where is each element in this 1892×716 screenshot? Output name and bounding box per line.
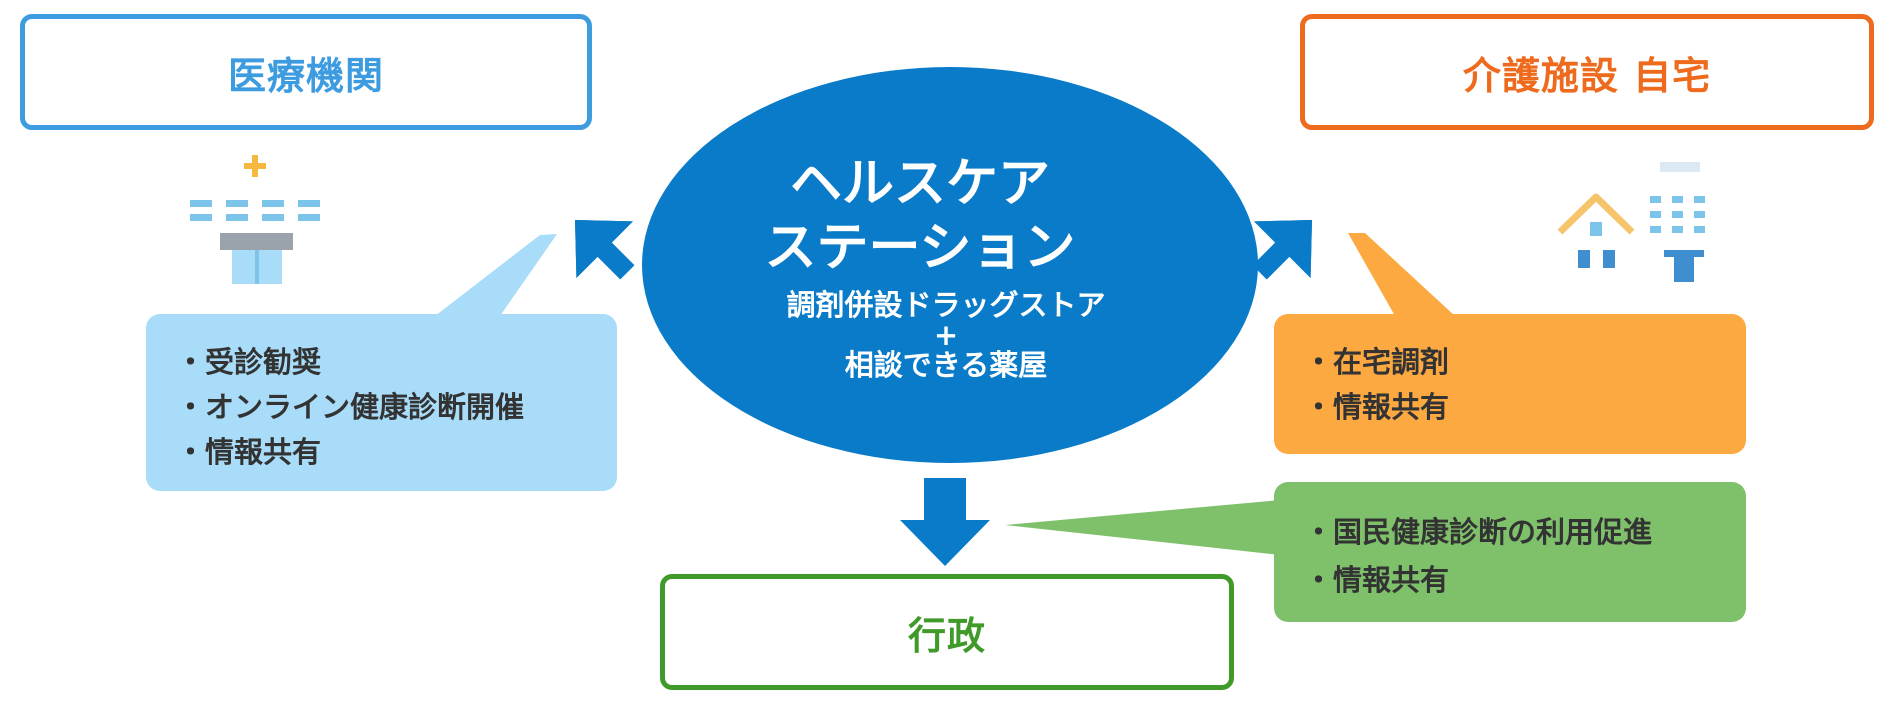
node-administration: 行政 [660,574,1234,690]
center-subtitle: 調剤併設ドラッグストア + 相談できる薬屋 [676,290,1216,380]
center-sub-line2: + [933,318,959,352]
list-item: 在宅調剤 [1304,340,1724,385]
node-medical-institution: 医療機関 [20,14,592,130]
bubble-admin-list: 国民健康診断の利用促進 情報共有 [1304,508,1774,604]
double-arrow-left [575,220,635,280]
center-title: ヘルスケア ステーション [650,152,1190,280]
arrow-down [900,478,990,566]
node-care-facility-home: 介護施設 自宅 [1300,14,1874,130]
center-sub-line1: 調剤併設ドラッグストア [786,288,1106,322]
center-ellipse [642,67,1258,463]
list-item: 情報共有 [1304,385,1724,430]
list-item: 国民健康診断の利用促進 [1304,508,1774,556]
list-item: 情報共有 [176,430,616,475]
center-title-line1: ヘルスケア [789,154,1050,214]
node-medical-label: 医療機関 [227,53,384,98]
bubble-medical-list: 受診勧奨 オンライン健康診断開催 情報共有 [176,340,616,475]
bubble-care-list: 在宅調剤 情報共有 [1304,340,1724,430]
list-item: 受診勧奨 [176,340,616,385]
list-item: 情報共有 [1304,556,1774,604]
node-care-label: 介護施設 自宅 [1462,53,1712,98]
center-sub-line3: 相談できる薬屋 [844,348,1048,382]
list-item: オンライン健康診断開催 [176,385,616,430]
house-and-building-icon [1557,162,1705,282]
node-admin-label: 行政 [907,613,986,658]
hospital-icon [190,155,320,284]
center-title-line2: ステーション [764,218,1076,278]
